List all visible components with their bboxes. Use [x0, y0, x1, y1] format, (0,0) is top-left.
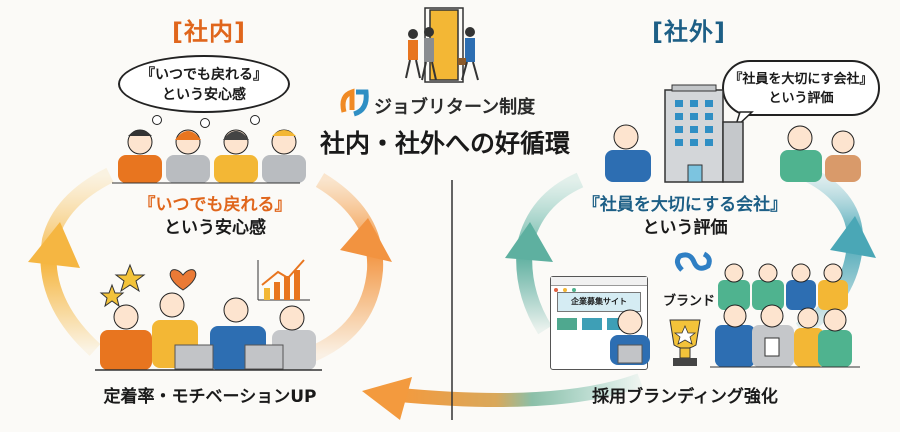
- site-banner: 企業募集サイト: [557, 292, 641, 312]
- external-highlight-line2: という評価: [642, 218, 728, 238]
- internal-highlight-line1: 『いつでも戻れる』: [138, 195, 292, 215]
- arrow-ext-left-head: [505, 222, 553, 262]
- brand-name: ジョブリターン制度: [374, 97, 536, 118]
- thought-dot: [200, 118, 210, 128]
- window-titlebar: [551, 277, 647, 292]
- thought-dot: [152, 115, 162, 125]
- site-card: [607, 318, 627, 330]
- internal-result-label: 定着率・モチベーションUP: [103, 387, 317, 407]
- arrow-left-head: [28, 222, 80, 268]
- site-cards: [557, 318, 641, 330]
- brand-label: ブランド: [663, 294, 716, 309]
- recruiting-website-window: 企業募集サイト: [550, 276, 648, 370]
- external-highlight-line1: 『社員を大切にする会社』: [582, 195, 788, 215]
- thought-line-2: という安心感: [162, 87, 246, 103]
- internal-highlight-line2: という安心感: [164, 218, 266, 238]
- external-result-label: 採用ブランディング強化: [592, 387, 778, 407]
- window-dot-icon: [554, 288, 558, 292]
- arrow-bottom: [399, 373, 643, 407]
- site-card: [582, 318, 602, 330]
- speech-bubble: 『社員を大切にす会社』 という評価: [722, 60, 880, 116]
- arrow-ext-right-head: [830, 216, 876, 258]
- thought-line-1: 『いつでも戻れる』: [141, 67, 267, 83]
- speech-line-1: 『社員を大切にす会社』: [729, 72, 873, 87]
- arrow-right-up: [306, 173, 384, 363]
- internal-section-title: [社内]: [172, 18, 246, 46]
- speech-line-2: という評価: [768, 91, 834, 106]
- external-section-title: [社外]: [652, 18, 726, 46]
- window-dot-icon: [572, 288, 577, 292]
- thought-bubble: 『いつでも戻れる』 という安心感: [118, 55, 290, 113]
- main-title: 社内・社外への好循環: [320, 129, 571, 158]
- arrow-right-head: [340, 218, 392, 262]
- arrow-bottom-head: [362, 377, 412, 420]
- site-card: [557, 318, 577, 330]
- thought-dot: [250, 115, 260, 125]
- window-dot-icon: [563, 288, 568, 292]
